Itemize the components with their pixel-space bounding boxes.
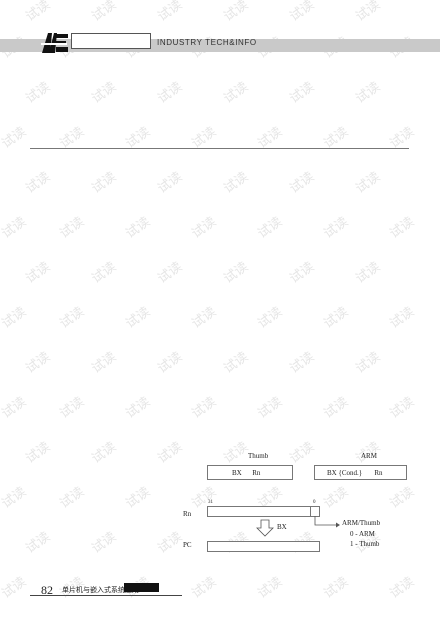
watermark-text: 试读: [89, 439, 120, 467]
watermark-text: 试读: [155, 529, 186, 557]
page-number: 82: [41, 583, 53, 597]
watermark-text: 试读: [89, 529, 120, 557]
watermark-text: 试读: [155, 79, 186, 107]
magazine-logo-icon: [40, 30, 70, 54]
watermark-text: 试读: [23, 529, 54, 557]
watermark-text: 试读: [287, 349, 318, 377]
watermark-text: 试读: [255, 304, 286, 332]
watermark-text: 试读: [321, 304, 352, 332]
watermark-text: 试读: [387, 484, 418, 512]
mode-thumb: 1 - Thumb: [350, 540, 380, 548]
watermark-text: 试读: [189, 304, 220, 332]
watermark-text: 试读: [0, 304, 30, 332]
arm-instruction: BX {Cond.} Rn: [327, 469, 383, 477]
watermark-text: 试读: [255, 574, 286, 602]
watermark-text: 试读: [89, 169, 120, 197]
watermark-text: 试读: [221, 439, 252, 467]
watermark-text: 试读: [89, 0, 120, 25]
watermark-text: 试读: [123, 304, 154, 332]
watermark-text: 试读: [123, 214, 154, 242]
watermark-text: 试读: [287, 439, 318, 467]
watermark-text: 试读: [255, 394, 286, 422]
thumb-instruction-box: BX Rn: [207, 465, 293, 480]
watermark-text: 试读: [23, 169, 54, 197]
down-arrow-icon: [256, 519, 274, 537]
watermark-text: 试读: [287, 259, 318, 287]
watermark-text: 试读: [23, 259, 54, 287]
watermark-text: 试读: [387, 304, 418, 332]
watermark-text: 试读: [221, 169, 252, 197]
watermark-text: 试读: [221, 79, 252, 107]
watermark-text: 试读: [189, 394, 220, 422]
watermark-text: 试读: [287, 0, 318, 25]
watermark-text: 试读: [155, 439, 186, 467]
header-title: INDUSTRY TECH&INFO: [157, 38, 257, 47]
bit-0-label: 0: [313, 500, 316, 505]
mode-title: ARM/Thumb: [342, 519, 381, 527]
watermark-text: 试读: [189, 214, 220, 242]
watermark-text: 试读: [0, 124, 30, 152]
bit-31-label: 31: [208, 500, 213, 505]
watermark-text: 试读: [321, 574, 352, 602]
watermark-text: 试读: [23, 439, 54, 467]
watermark-text: 试读: [387, 214, 418, 242]
thumb-label: Thumb: [248, 452, 269, 460]
watermark-text: 试读: [287, 79, 318, 107]
watermark-text: 试读: [189, 574, 220, 602]
watermark-text: 试读: [387, 574, 418, 602]
watermark-text: 试读: [57, 484, 88, 512]
watermark-text: 试读: [123, 394, 154, 422]
watermark-text: 试读: [0, 394, 30, 422]
watermark-text: 试读: [57, 304, 88, 332]
header-tab: [71, 33, 151, 49]
bit0-arrow-icon: [314, 516, 340, 528]
rn-register-box: [207, 506, 320, 517]
watermark-text: 试读: [89, 79, 120, 107]
thumb-instruction: BX Rn: [232, 469, 261, 477]
pc-register-label: PC: [183, 541, 192, 549]
arm-label: ARM: [361, 452, 377, 460]
watermark-text: 试读: [353, 169, 384, 197]
watermark-text: 试读: [155, 349, 186, 377]
watermark-text: 试读: [287, 169, 318, 197]
watermark-text: 试读: [321, 484, 352, 512]
watermark-text: 试读: [57, 214, 88, 242]
mode-arm: 0 - ARM: [350, 530, 375, 538]
watermark-text: 试读: [353, 349, 384, 377]
footer-journal-name: 单片机与嵌入式系统应用: [62, 586, 139, 594]
watermark-text: 试读: [123, 484, 154, 512]
watermark-text: 试读: [0, 574, 30, 602]
watermark-text: 试读: [221, 0, 252, 25]
watermark-text: 试读: [321, 394, 352, 422]
watermark-text: 试读: [221, 259, 252, 287]
arm-instruction-box: BX {Cond.} Rn: [314, 465, 407, 480]
watermark-text: 试读: [155, 259, 186, 287]
watermark-text: 试读: [353, 0, 384, 25]
watermark-text: 试读: [0, 484, 30, 512]
watermark-text: 试读: [23, 349, 54, 377]
watermark-text: 试读: [0, 214, 30, 242]
watermark-text: 试读: [89, 349, 120, 377]
watermark-text: 试读: [387, 394, 418, 422]
watermark-text: 试读: [89, 259, 120, 287]
footer-rule: [30, 595, 182, 596]
watermark-text: 试读: [321, 214, 352, 242]
pc-register-box: [207, 541, 320, 552]
bx-arrow-label: BX: [277, 523, 287, 531]
watermark-text: 试读: [221, 349, 252, 377]
watermark-text: 试读: [155, 0, 186, 25]
watermark-text: 试读: [353, 79, 384, 107]
watermark-text: 试读: [353, 259, 384, 287]
footer-black-block: [124, 583, 159, 592]
watermark-text: 试读: [23, 79, 54, 107]
horizontal-rule: [30, 148, 409, 149]
watermark-text: 试读: [57, 394, 88, 422]
watermark-text: 试读: [23, 0, 54, 25]
rn-register-label: Rn: [183, 510, 192, 518]
watermark-text: 试读: [255, 214, 286, 242]
watermark-text: 试读: [155, 169, 186, 197]
